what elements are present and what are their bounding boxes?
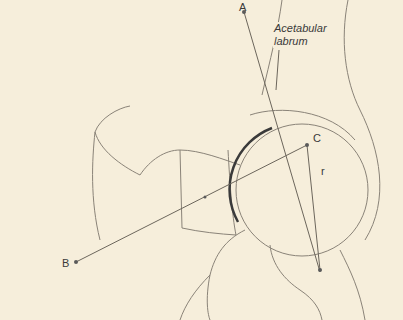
point-label: B — [62, 257, 69, 270]
part-label: Acetabular labrum — [273, 22, 327, 48]
point-label: C — [313, 132, 321, 145]
dimension-label: r — [321, 165, 325, 178]
point-label: A — [239, 1, 246, 14]
